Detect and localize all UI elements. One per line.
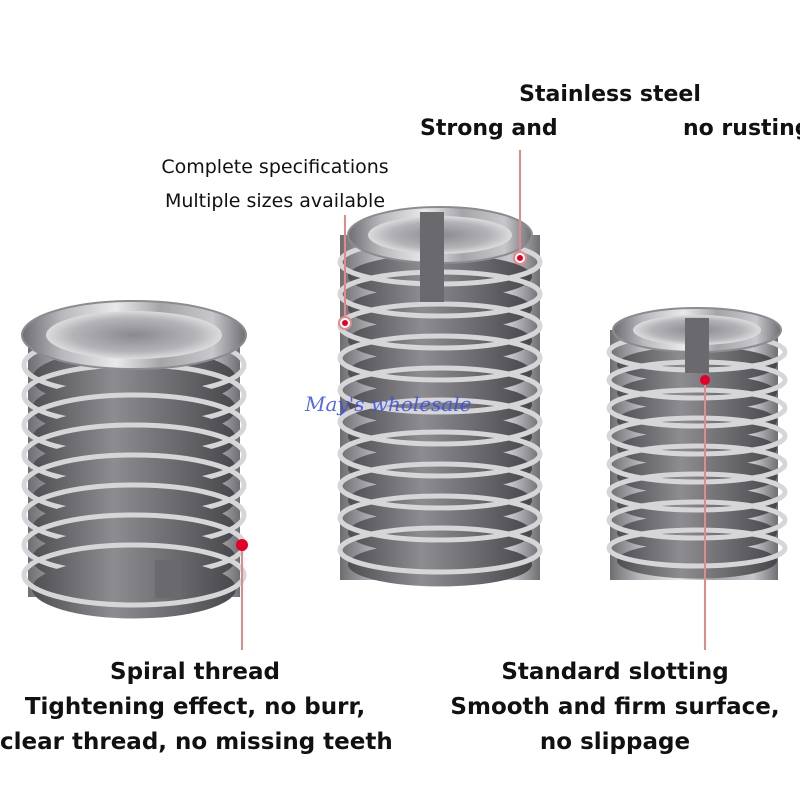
thread-crest [337, 333, 543, 383]
specs-line-2: Multiple sizes available [164, 190, 386, 212]
thread-groove [617, 514, 777, 551]
thread-groove [348, 446, 532, 491]
thread-groove [617, 374, 777, 411]
callout-slotting [700, 375, 710, 650]
thread-groove [348, 350, 532, 395]
thread-crest [606, 527, 788, 569]
thread-crest [337, 493, 543, 543]
specifications-label: Complete specifications Multiple sizes a… [140, 150, 410, 218]
thread-groove [348, 542, 532, 587]
slotting-line-1: Standard slotting [501, 659, 729, 685]
stainless-title: Stainless steel [519, 82, 701, 107]
left-thread-insert [21, 300, 247, 619]
thread-groove [348, 318, 532, 363]
spiral-line-2: Tightening effect, no burr, [24, 694, 366, 720]
stainless-subtitle: Strong and no rusting [420, 112, 800, 146]
thread-crest [337, 525, 543, 575]
thread-groove [348, 478, 532, 523]
callout-stainless [513, 150, 527, 265]
spiral-line-3: clear thread, no missing teeth [0, 729, 393, 755]
spiral-line-1: Spiral thread [110, 659, 280, 685]
right-thread-insert [606, 307, 788, 580]
thread-crest [606, 443, 788, 485]
spiral-thread-label: Spiral thread Tightening effect, no burr… [0, 655, 393, 760]
callout-specs [338, 215, 352, 330]
thread-groove [617, 458, 777, 495]
thread-crest [606, 387, 788, 429]
stainless-subtitle-a: Strong and [420, 116, 558, 141]
thread-crest [606, 499, 788, 541]
thread-groove [348, 414, 532, 459]
thread-crest [337, 365, 543, 415]
thread-groove [348, 382, 532, 427]
thread-groove [348, 510, 532, 555]
thread-groove [617, 402, 777, 439]
thread-crest [606, 471, 788, 513]
thread-groove [617, 542, 777, 579]
thread-crest [606, 415, 788, 457]
middle-thread-insert [337, 206, 543, 587]
callout-spiral [236, 539, 248, 650]
thread-crest [337, 397, 543, 447]
stainless-subtitle-b: no rusting [683, 116, 800, 141]
watermark: May's wholesale [305, 392, 472, 416]
stainless-steel-label: Stainless steel Strong and no rusting [420, 78, 800, 146]
thread-groove [32, 558, 236, 619]
slotting-line-3: no slippage [539, 729, 691, 755]
thread-groove [617, 486, 777, 523]
thread-groove [348, 286, 532, 331]
standard-slotting-label: Standard slotting Smooth and firm surfac… [440, 655, 790, 760]
thread-crest [337, 461, 543, 511]
thread-groove [617, 430, 777, 467]
thread-crest [21, 542, 247, 608]
thread-crest [337, 429, 543, 479]
slotting-line-2: Smooth and firm surface, [450, 694, 780, 720]
specs-line-1: Complete specifications [161, 156, 389, 178]
